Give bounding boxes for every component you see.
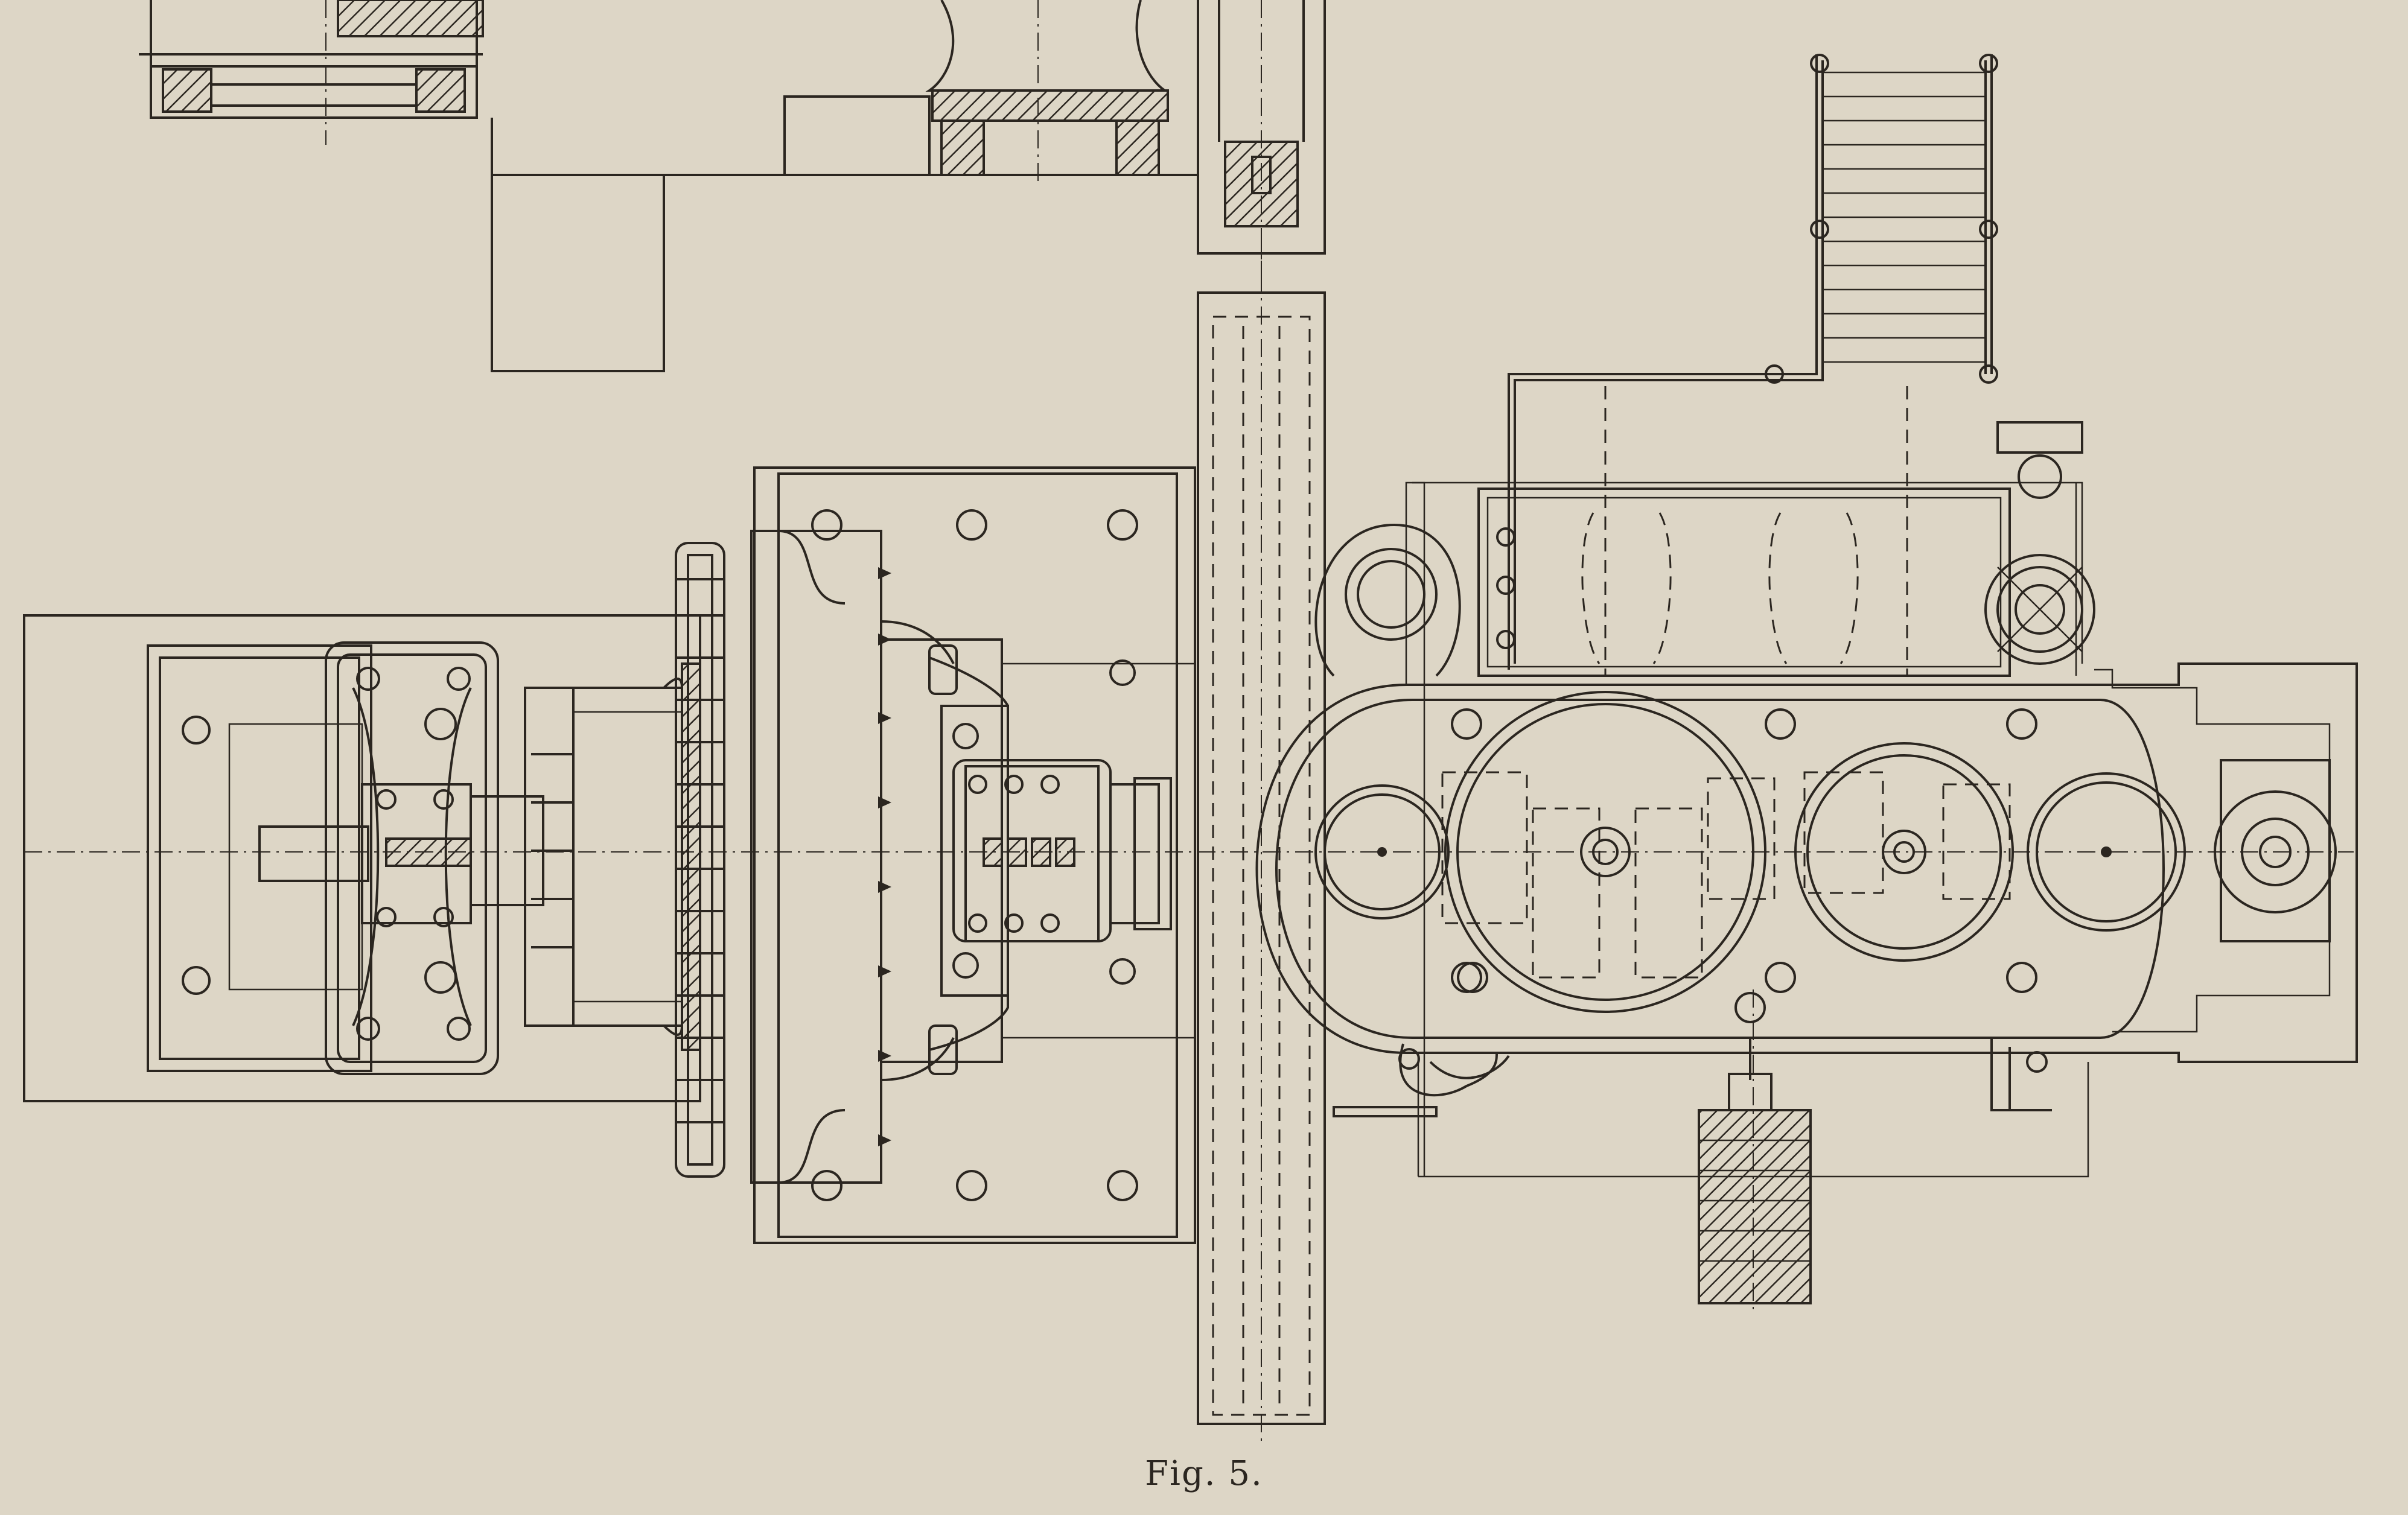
governor-coupling (470, 662, 701, 1051)
upper-flywheel-rim-section (1197, 0, 1326, 290)
inner-bearing-block (881, 638, 1196, 1075)
upper-elevation-view (139, 0, 1326, 372)
flywheel (1197, 241, 1326, 1442)
upper-tank-and-ladder (1477, 54, 2011, 677)
upper-left-bearing-section (139, 0, 484, 145)
rotor-bolt-ring (675, 542, 725, 1178)
lower-fittings (1333, 1038, 2052, 1117)
generator-frame (750, 466, 1196, 1244)
oil-pump-left (1314, 523, 1461, 677)
plan-view (23, 54, 2358, 1442)
counterweight (1698, 989, 1812, 1315)
gear-train (1314, 691, 2337, 1023)
gearbox-casing (1255, 481, 2358, 1178)
upper-foundation-block (491, 0, 1199, 372)
outer-bearing-block (258, 641, 499, 1075)
oil-pump-right (1984, 421, 2095, 665)
upper-pedestal-bearing (925, 0, 1169, 181)
figure-caption: Fig. 5. (1145, 1454, 1263, 1493)
